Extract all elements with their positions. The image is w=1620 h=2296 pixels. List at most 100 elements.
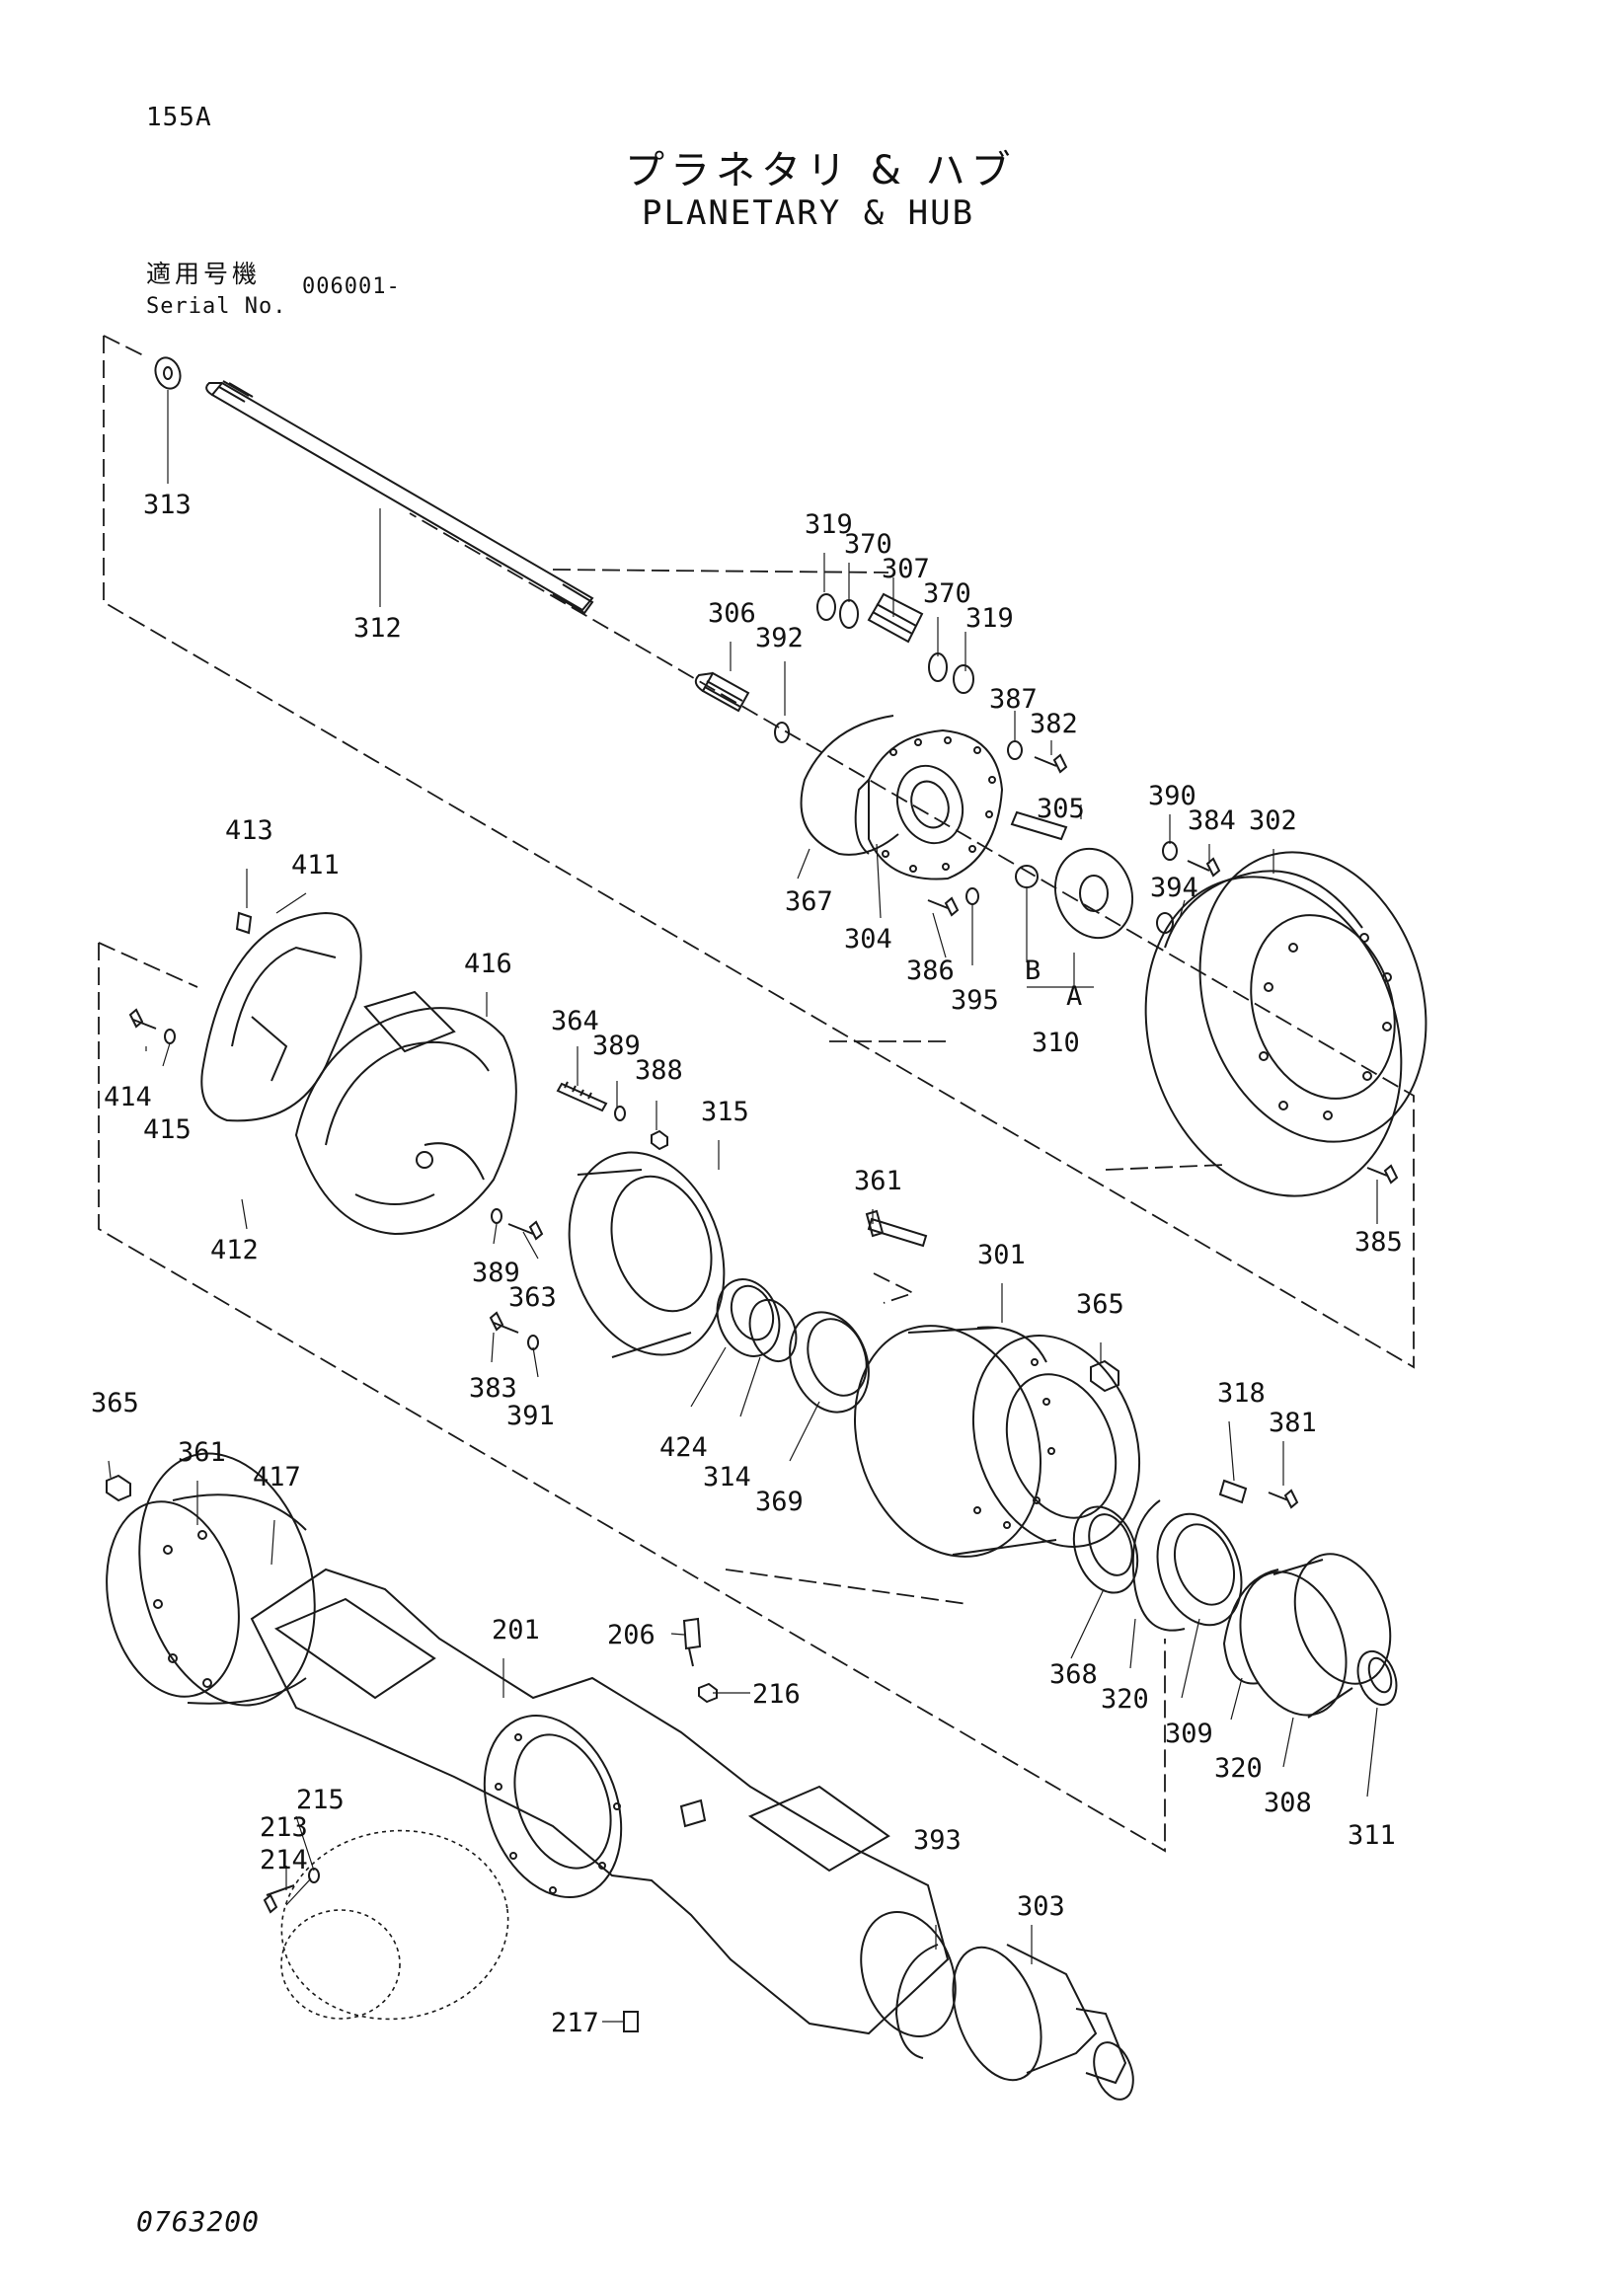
- label-365-upper: 365: [1076, 1289, 1124, 1320]
- label-385: 385: [1354, 1227, 1403, 1258]
- part-313-washer: [154, 356, 182, 390]
- label-320-b: 320: [1214, 1753, 1263, 1784]
- leader-lines: [108, 390, 1378, 2023]
- part-206-breather: [682, 1617, 702, 1667]
- part-310-ball-b: [1015, 865, 1039, 888]
- label-370-b: 370: [923, 578, 971, 609]
- marker-a: A: [1066, 981, 1082, 1012]
- label-215: 215: [296, 1785, 345, 1815]
- label-319-b: 319: [965, 603, 1014, 634]
- label-364: 364: [551, 1006, 599, 1036]
- label-368: 368: [1049, 1659, 1098, 1690]
- title-english: PLANETARY & HUB: [642, 193, 975, 233]
- serial-label-japanese: 適用号機: [146, 260, 262, 288]
- label-308: 308: [1264, 1788, 1312, 1818]
- label-315: 315: [701, 1097, 749, 1127]
- label-367: 367: [785, 886, 833, 917]
- label-365-lower: 365: [91, 1388, 139, 1418]
- label-388: 388: [635, 1055, 683, 1086]
- label-386: 386: [906, 956, 955, 986]
- label-305: 305: [1037, 794, 1085, 824]
- label-391: 391: [506, 1401, 555, 1431]
- label-314: 314: [703, 1462, 751, 1492]
- label-312: 312: [353, 613, 402, 644]
- group-outlines: [98, 335, 1415, 1853]
- label-411: 411: [291, 850, 340, 880]
- part-213-bolt-214-washer: [263, 1868, 320, 1914]
- serial-label-english: Serial No.: [146, 294, 287, 319]
- part-302-brake-drum: [1144, 851, 1427, 1197]
- label-309: 309: [1165, 1719, 1213, 1749]
- part-304-planet-carrier: [854, 728, 1004, 880]
- part-365-nut-upper: [1090, 1359, 1119, 1393]
- part-318-lock-plate: [1218, 1479, 1299, 1509]
- part-365-nut-lower: [106, 1474, 131, 1502]
- label-414: 414: [104, 1082, 152, 1112]
- label-381: 381: [1269, 1408, 1317, 1438]
- label-395: 395: [951, 985, 999, 1016]
- label-201: 201: [492, 1615, 540, 1645]
- planet-gear-stack: [816, 592, 974, 694]
- part-312-axle-shaft: [205, 380, 594, 615]
- label-390: 390: [1148, 781, 1196, 811]
- label-413: 413: [225, 815, 273, 846]
- differential-carrier-outline: [280, 1829, 509, 2021]
- label-216: 216: [752, 1679, 801, 1710]
- part-417-hub-assembly: [106, 1452, 316, 1707]
- label-319-a: 319: [805, 509, 853, 540]
- part-416-brake-shoe-assembly: [294, 990, 517, 1236]
- part-383-bolt-391-washer: [489, 1311, 539, 1350]
- label-318: 318: [1217, 1378, 1266, 1409]
- part-315-seal-plate: [568, 1151, 726, 1358]
- label-417: 417: [253, 1462, 301, 1492]
- label-217: 217: [551, 2008, 599, 2038]
- label-311: 311: [1348, 1820, 1396, 1851]
- label-320-a: 320: [1101, 1684, 1149, 1715]
- label-387: 387: [989, 684, 1038, 715]
- label-394: 394: [1150, 873, 1198, 903]
- label-303: 303: [1017, 1891, 1065, 1922]
- part-216-plug: [698, 1682, 718, 1704]
- part-368-bearing: [1072, 1505, 1139, 1594]
- label-307: 307: [882, 554, 930, 584]
- part-424-seal: [716, 1278, 781, 1357]
- part-369-bearing: [789, 1311, 870, 1414]
- label-416: 416: [464, 949, 512, 979]
- serial-number-range: 006001-: [302, 274, 401, 299]
- label-313: 313: [143, 490, 192, 520]
- label-361-lower: 361: [178, 1437, 226, 1468]
- label-392: 392: [755, 623, 804, 653]
- label-369: 369: [755, 1487, 804, 1517]
- part-414-bolt-415-washer: [128, 1008, 176, 1044]
- label-389-a: 389: [592, 1031, 641, 1061]
- part-311-cap: [1356, 1649, 1398, 1707]
- label-370-a: 370: [844, 529, 892, 560]
- marker-b: B: [1025, 956, 1041, 986]
- part-303-spindle: [860, 1911, 1134, 2101]
- part-217-plug: [623, 2011, 639, 2032]
- label-412: 412: [210, 1235, 259, 1265]
- part-413-clip: [235, 911, 253, 935]
- part-308-hub-cover: [1239, 1553, 1392, 1719]
- label-363: 363: [508, 1282, 557, 1313]
- label-306: 306: [708, 598, 756, 629]
- part-309-internal-gear: [1156, 1512, 1243, 1627]
- label-302: 302: [1249, 805, 1297, 836]
- label-383: 383: [469, 1373, 517, 1404]
- label-389-b: 389: [472, 1258, 520, 1288]
- label-384: 384: [1188, 805, 1236, 836]
- label-206: 206: [607, 1620, 656, 1650]
- part-310-thrust-plate-a: [1053, 847, 1134, 940]
- part-number-labels: 313 312 319 370 307 370 319 306 392 387 …: [91, 490, 1403, 2038]
- part-305-planet-pin: [1010, 810, 1068, 841]
- label-304: 304: [844, 924, 892, 955]
- label-310: 310: [1032, 1028, 1080, 1058]
- drawing-code: 0763200: [136, 2205, 261, 2238]
- label-214: 214: [260, 1845, 308, 1875]
- label-424: 424: [659, 1432, 708, 1463]
- label-213: 213: [260, 1812, 308, 1843]
- part-411-backing-plate: [200, 911, 362, 1122]
- part-361-wheel-stud-upper: [865, 1209, 928, 1248]
- label-301: 301: [977, 1240, 1026, 1270]
